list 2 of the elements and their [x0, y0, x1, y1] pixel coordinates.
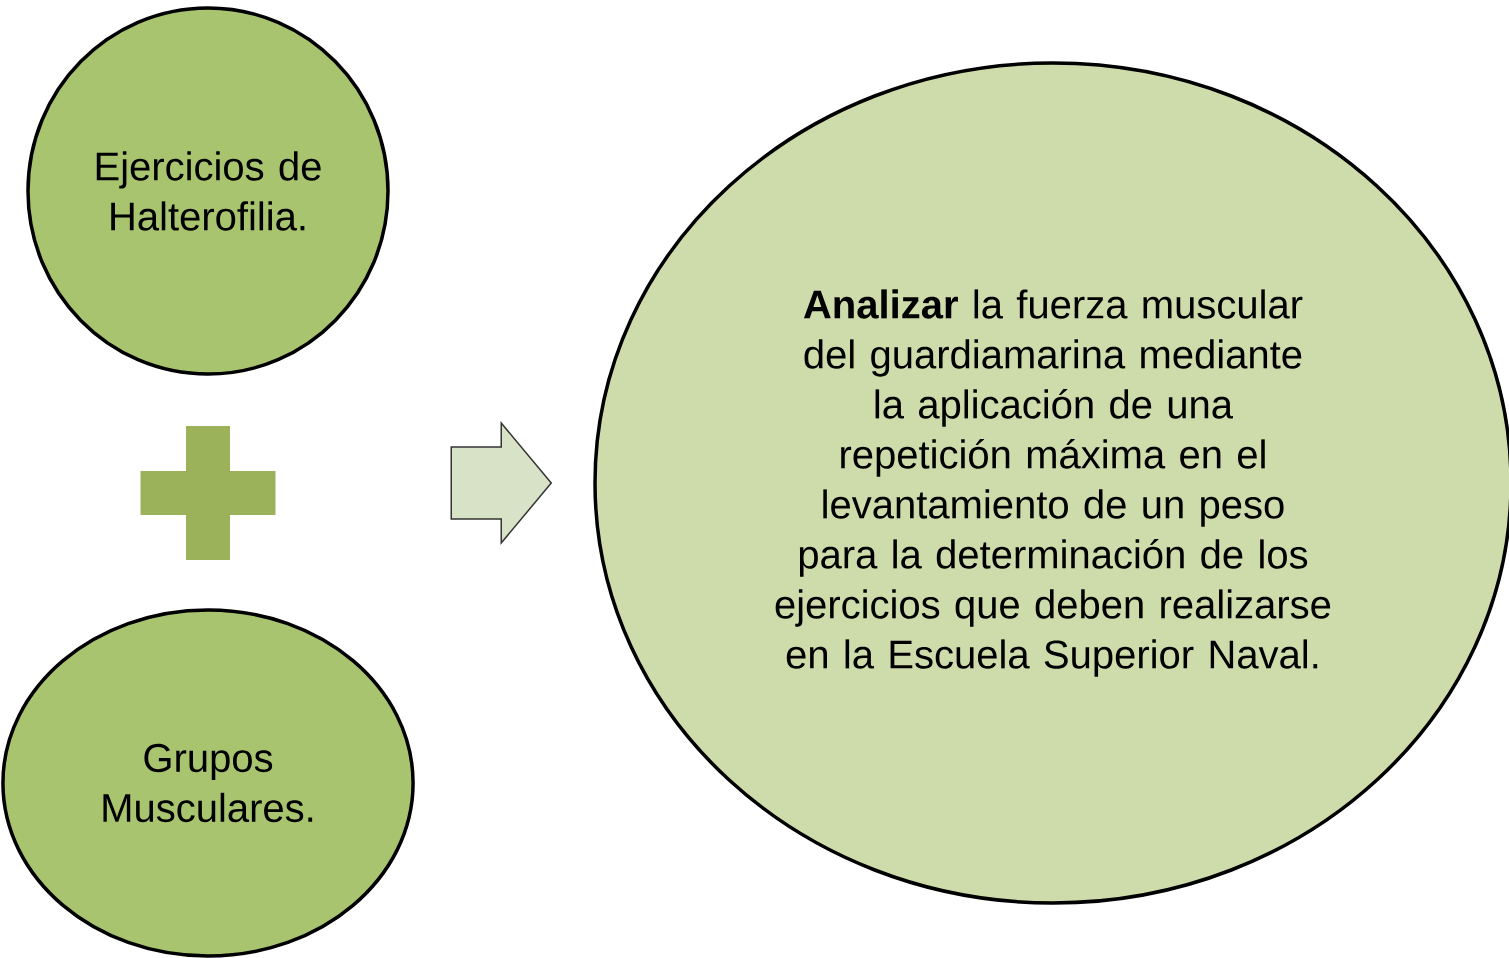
block-arrow	[450, 420, 553, 546]
plus-sign	[140, 426, 276, 560]
